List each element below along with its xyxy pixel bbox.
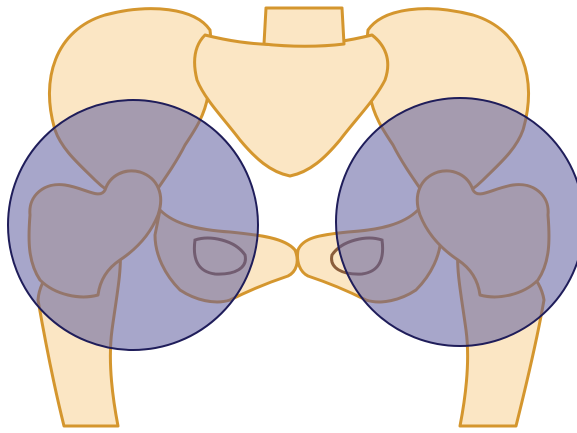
- right-hip-highlight: [336, 98, 577, 346]
- lumbar-vertebra: [264, 8, 344, 46]
- left-hip-highlight: [8, 100, 258, 350]
